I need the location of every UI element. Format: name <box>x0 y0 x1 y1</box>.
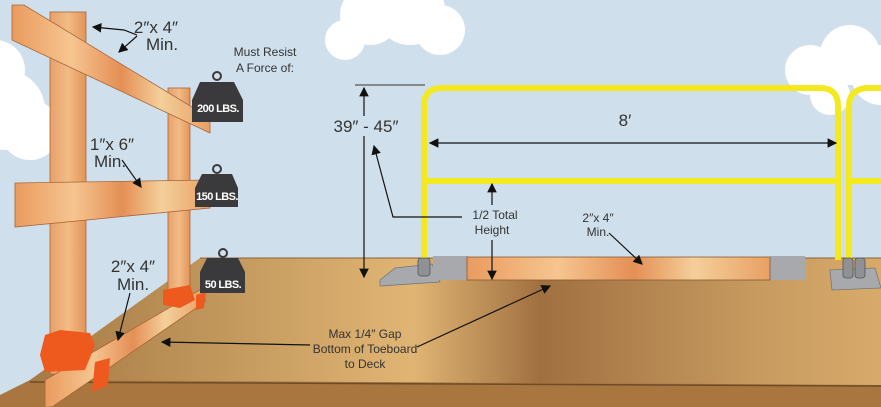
top-rail <box>11 4 211 134</box>
post-brackets <box>40 285 205 392</box>
toeboard-min: Min. <box>117 275 149 294</box>
top-rail-size: 2″x 4″ <box>134 18 178 37</box>
wood-guardrail <box>11 4 211 407</box>
mid-rail-min: Min. <box>94 152 126 171</box>
right-toeboard <box>466 256 771 281</box>
mid-rail <box>14 179 211 228</box>
left-labels: 2″x 4″ Min. Must Resist A Force of: 1″x … <box>90 18 297 294</box>
gap-note: Max 1/4″ Gap Bottom of Toeboard to Deck <box>313 327 418 371</box>
weight-50: 50 LBS. <box>200 248 245 293</box>
mid-rail-size: 1″x 6″ <box>90 135 134 154</box>
clouds <box>0 0 881 160</box>
span-length: 8′ <box>619 111 632 130</box>
force-title: Must Resist <box>234 45 297 59</box>
gap-note-line: Max 1/4″ Gap <box>329 327 402 341</box>
mid-rail-height: Height <box>475 223 510 237</box>
gap-note-line: to Deck <box>345 357 387 371</box>
weight-150: 150 LBS. <box>195 164 239 207</box>
toeboard-min: Min. <box>587 225 610 239</box>
guardrail-bases <box>379 256 881 291</box>
toeboard-size: 2″x 4″ <box>111 257 155 276</box>
force-title: A Force of: <box>236 61 294 75</box>
right-labels: 39″ - 45″ 8′ 1/2 Total Height 2″x 4″ Min… <box>334 111 632 239</box>
yellow-guardrail <box>421 85 881 260</box>
dimension-lines <box>91 23 838 348</box>
weight-200: 200 LBS. <box>192 71 243 122</box>
toeboard-size: 2″x 4″ <box>582 211 614 225</box>
mid-rail-height: 1/2 Total <box>472 208 517 222</box>
height-range: 39″ - 45″ <box>334 117 399 136</box>
top-rail-min: Min. <box>146 35 178 54</box>
weight-label: 200 LBS. <box>197 103 239 115</box>
gap-note-line: Bottom of Toeboard <box>313 342 418 356</box>
weight-label: 150 LBS. <box>196 191 238 203</box>
weight-label: 50 LBS. <box>205 279 242 291</box>
